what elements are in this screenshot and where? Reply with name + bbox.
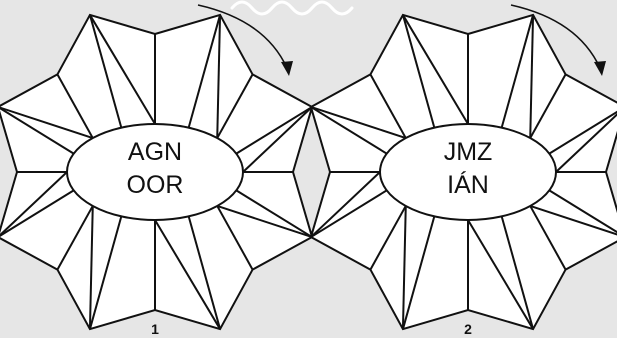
decorative-squiggle — [232, 2, 352, 14]
star-1-line-1: AGN — [128, 138, 182, 166]
star-1-line-2: OOR — [127, 171, 184, 199]
star-2-line-2: IÁN — [447, 170, 489, 199]
star-1-number: 1 — [151, 321, 159, 337]
star-2-number: 2 — [464, 321, 472, 337]
star-2-line-1: JMZ — [444, 138, 493, 166]
